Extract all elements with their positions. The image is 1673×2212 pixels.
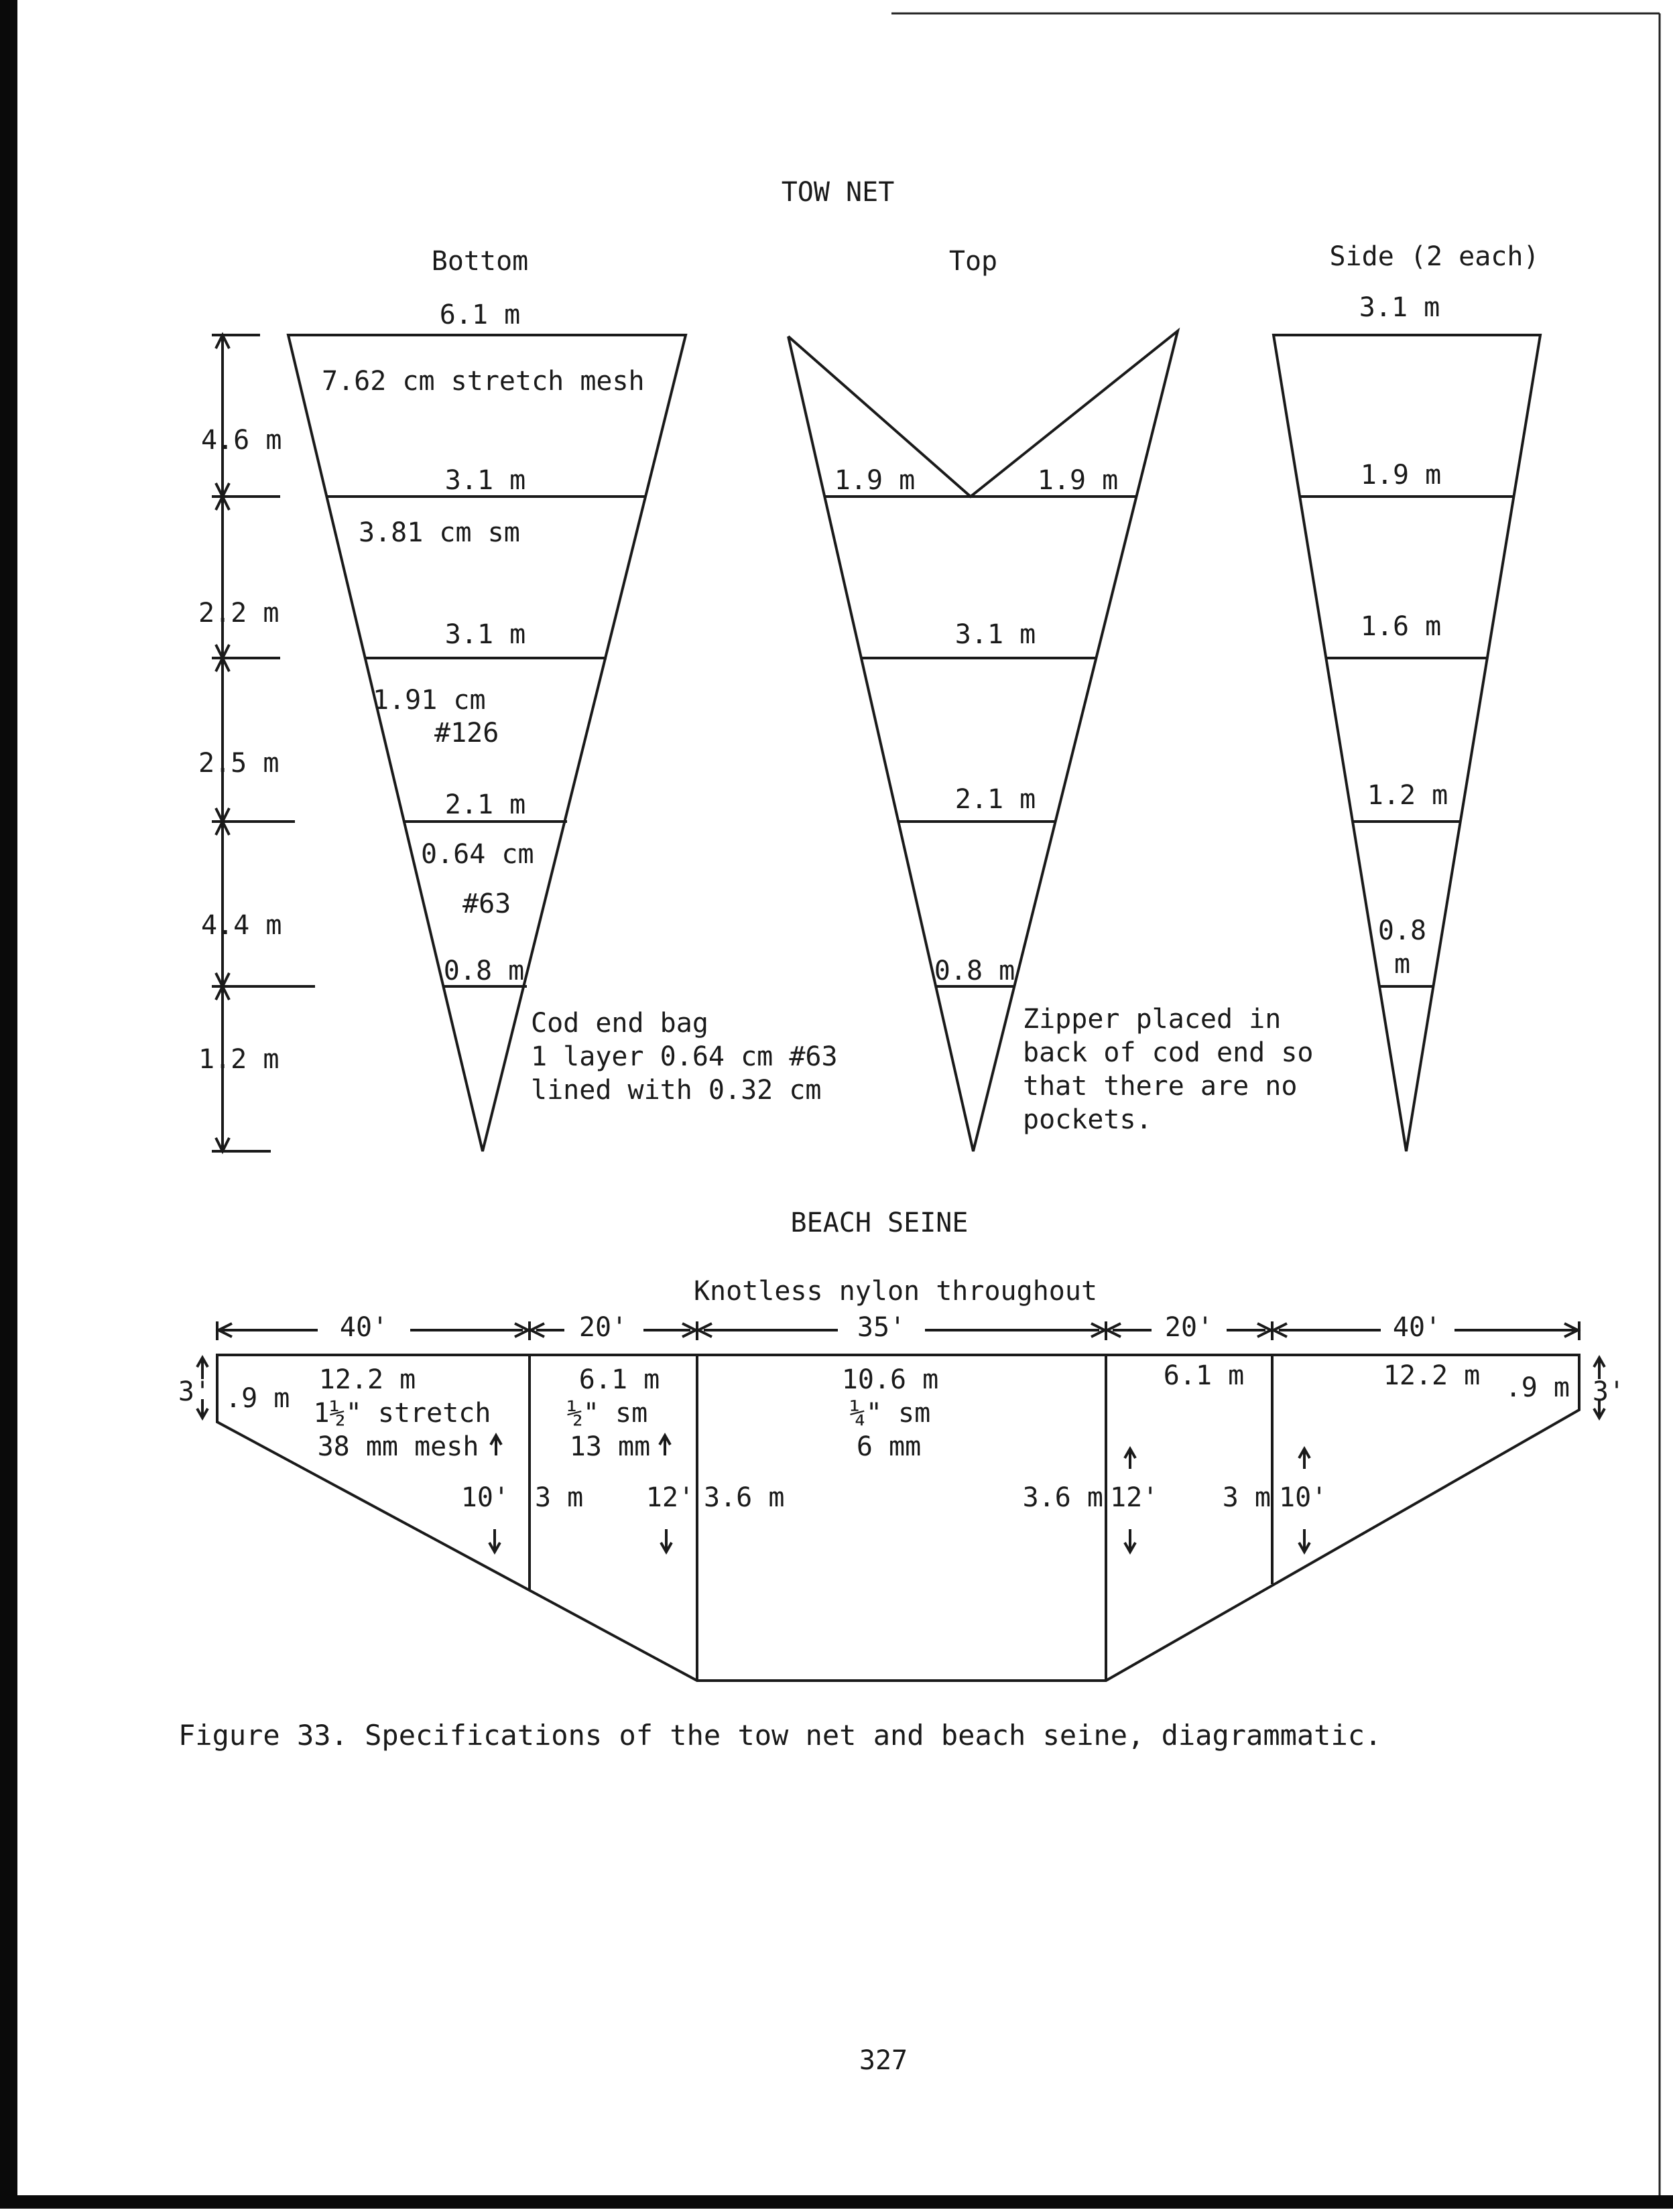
bottom-mesh-3b: #126 (434, 718, 499, 749)
side-width-4: 1.2 m (1367, 780, 1448, 811)
left-edge-ft: 3' (178, 1376, 210, 1407)
bottom-label: Bottom (432, 246, 529, 277)
bottom-length-3: 2.5 m (198, 748, 279, 779)
bottom-scan-border (0, 2195, 1673, 2209)
beach-seine-subtitle: Knotless nylon throughout (694, 1276, 1097, 1307)
beach-seine-title: BEACH SEINE (791, 1208, 969, 1238)
top-width-3: 2.1 m (955, 784, 1036, 815)
bottom-length-4: 4.4 m (201, 910, 282, 941)
zipper-note-3: that there are no (1023, 1071, 1297, 1102)
top-label: Top (949, 246, 997, 277)
panel5-depth-ft: 10' (1279, 1482, 1327, 1513)
zipper-note-1: Zipper placed in (1023, 1004, 1281, 1035)
bottom-mesh-1: 7.62 cm stretch mesh (322, 366, 645, 397)
top-outline (787, 327, 1180, 1152)
seine-net-outline (216, 1354, 1581, 1682)
side-width-5b: m (1394, 949, 1410, 980)
bottom-panel (286, 334, 688, 1152)
side-outline (1272, 334, 1542, 1152)
left-edge-m: .9 m (225, 1383, 290, 1414)
panel2-mesh: ½" sm (567, 1398, 647, 1429)
panel1-length: 12.2 m (319, 1364, 416, 1395)
right-edge-m: .9 m (1505, 1372, 1570, 1403)
cod-end-line-1: Cod end bag (531, 1008, 708, 1039)
panel3-mesh-mm: 6 mm (857, 1431, 921, 1462)
panel5-length: 12.2 m (1383, 1360, 1481, 1391)
bottom-length-2: 2.2 m (198, 598, 279, 629)
zipper-note-4: pockets. (1023, 1104, 1152, 1135)
panel4-depth-m: 3.6 m (1023, 1482, 1103, 1513)
span-label-4: 20' (1165, 1312, 1213, 1343)
panel2-mesh-mm: 13 mm (570, 1431, 650, 1462)
span-label-5: 40' (1393, 1312, 1441, 1343)
tow-net-title: TOW NET (782, 177, 895, 208)
panel4-depth-ft: 12' (1110, 1482, 1158, 1513)
bottom-width-3: 3.1 m (445, 619, 525, 650)
span-label-3: 35' (857, 1312, 906, 1343)
panel1-mesh-mm: 38 mm mesh (318, 1431, 479, 1462)
seine-edge-arrows (196, 1354, 1606, 1421)
panel3-length: 10.6 m (842, 1364, 939, 1395)
span-label-2: 20' (579, 1312, 627, 1343)
bottom-length-5: 1.2 m (198, 1044, 279, 1075)
top-width-2: 3.1 m (955, 619, 1036, 650)
panel4-length: 6.1 m (1164, 1360, 1244, 1391)
side-width-2: 1.9 m (1361, 460, 1441, 491)
bottom-mesh-4b: #63 (462, 889, 511, 919)
bottom-outline (286, 334, 688, 1152)
top-panel (787, 327, 1180, 1152)
top-width-4: 0.8 m (934, 956, 1015, 986)
bottom-width-4: 2.1 m (445, 789, 525, 820)
cod-end-line-3: lined with 0.32 cm (531, 1075, 821, 1106)
side-width-1: 3.1 m (1359, 292, 1440, 323)
panel2-depth-m: 3.6 m (704, 1482, 784, 1513)
side-width-3: 1.6 m (1361, 611, 1441, 642)
panel1-depth-ft: 10' (461, 1482, 509, 1513)
side-label: Side (2 each) (1329, 241, 1539, 272)
bottom-width-2: 3.1 m (445, 465, 525, 496)
zipper-note-2: back of cod end so (1023, 1037, 1313, 1068)
seine-depth-arrows (488, 1432, 1311, 1555)
panel5-depth-m: 3 m (1223, 1482, 1271, 1513)
page-number: 327 (859, 2045, 908, 2076)
panel2-length: 6.1 m (579, 1364, 660, 1395)
panel2-depth-ft: 12' (646, 1482, 694, 1513)
bottom-mesh-4a: 0.64 cm (421, 839, 534, 870)
right-edge-ft: 3' (1593, 1376, 1625, 1407)
side-width-5a: 0.8 (1378, 915, 1426, 946)
bottom-length-1: 4.6 m (201, 425, 282, 456)
cod-end-line-2: 1 layer 0.64 cm #63 (531, 1041, 838, 1072)
side-panel (1272, 334, 1542, 1152)
seine-span-dimensions (215, 1321, 1581, 1340)
bottom-width-5: 0.8 m (444, 956, 524, 986)
span-label-1: 40' (340, 1312, 388, 1343)
figure-caption: Figure 33. Specifications of the tow net… (178, 1719, 1381, 1752)
bottom-mesh-2: 3.81 cm sm (359, 517, 520, 548)
left-scan-border (0, 0, 17, 2209)
top-width-right: 1.9 m (1038, 465, 1118, 496)
bottom-length-dimensions (212, 332, 315, 1155)
top-width-left: 1.9 m (834, 465, 915, 496)
bottom-width-1: 6.1 m (440, 300, 520, 330)
panel1-depth-m: 3 m (535, 1482, 583, 1513)
bottom-mesh-3a: 1.91 cm (373, 685, 486, 716)
panel1-mesh: 1½" stretch (314, 1398, 491, 1429)
panel3-mesh: ¼" sm (850, 1398, 930, 1429)
